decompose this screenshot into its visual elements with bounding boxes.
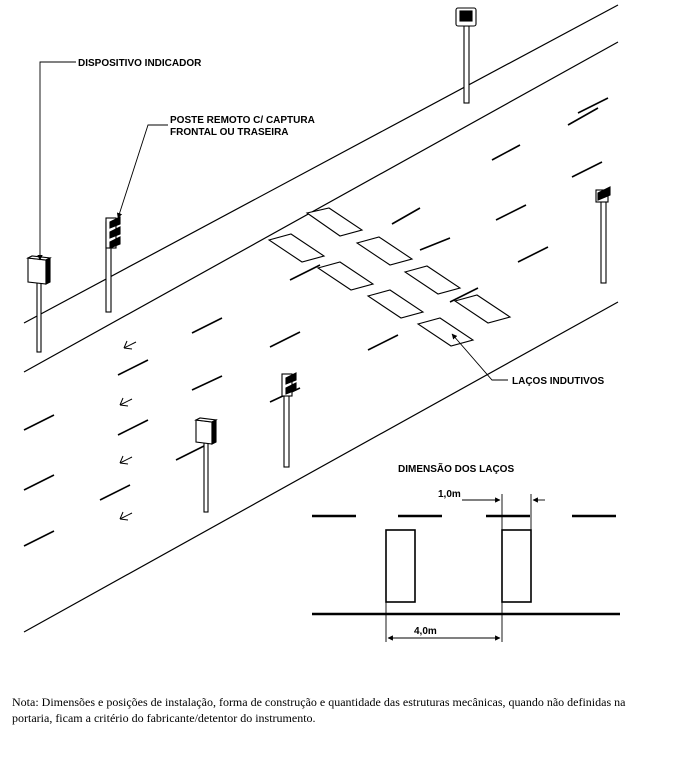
road-far-edge-outer: [23, 4, 619, 324]
poles: [26, 7, 611, 513]
inductive-loop: [403, 265, 462, 295]
direction-arrow: [123, 340, 137, 350]
road-near-edge: [23, 301, 619, 633]
label-remote-pole-line2: FRONTAL OU TRASEIRA: [170, 127, 289, 138]
leader-lines: [37, 61, 508, 381]
detail-loop-right: [501, 529, 532, 603]
inductive-loop: [355, 236, 414, 266]
label-indicator-device: DISPOSITIVO INDICADOR: [78, 58, 202, 69]
inductive-loop: [453, 294, 512, 324]
camera-pole-top: [455, 7, 477, 104]
indicator-device-pole: [26, 255, 52, 353]
indicator-device-pole-bottom: [194, 417, 218, 513]
camera-pole-middle: [281, 372, 297, 468]
label-loop-spacing: 4,0m: [414, 626, 437, 637]
road-far-edge-inner: [23, 41, 619, 373]
direction-arrows: [119, 340, 137, 521]
leader-indicator: [37, 61, 76, 261]
label-remote-pole-line1: POSTE REMOTO C/ CAPTURA: [170, 115, 315, 126]
lane-dashes: [23, 97, 609, 547]
label-inductive-loops: LAÇOS INDUTIVOS: [512, 376, 605, 387]
inductive-loop: [267, 233, 326, 263]
direction-arrow: [119, 511, 133, 521]
loop-dimension-detail: DIMENSÃO DOS LAÇOS 1,0m 4,0m: [312, 462, 620, 642]
detail-loop-left: [385, 529, 416, 603]
inductive-loop: [305, 207, 364, 237]
leader-loops: [451, 333, 508, 381]
remote-pole: [105, 216, 121, 313]
direction-arrow: [119, 397, 133, 407]
direction-arrow: [119, 455, 133, 465]
camera-pole-right: [595, 186, 611, 284]
leader-remote-pole: [116, 124, 168, 219]
loop-dimensions-title: DIMENSÃO DOS LAÇOS: [398, 462, 514, 475]
inductive-loop: [366, 289, 425, 319]
dimension-loop-spacing: [385, 602, 503, 642]
inductive-loop: [416, 317, 475, 347]
road-edges: [23, 4, 619, 633]
label-loop-width: 1,0m: [438, 489, 461, 500]
dimension-loop-width: [462, 494, 545, 530]
inductive-loops: [267, 207, 512, 347]
inductive-loop: [316, 261, 375, 291]
indicator-panel: [27, 257, 47, 285]
installation-note: Nota: Dimensões e posições de instalação…: [12, 695, 626, 725]
